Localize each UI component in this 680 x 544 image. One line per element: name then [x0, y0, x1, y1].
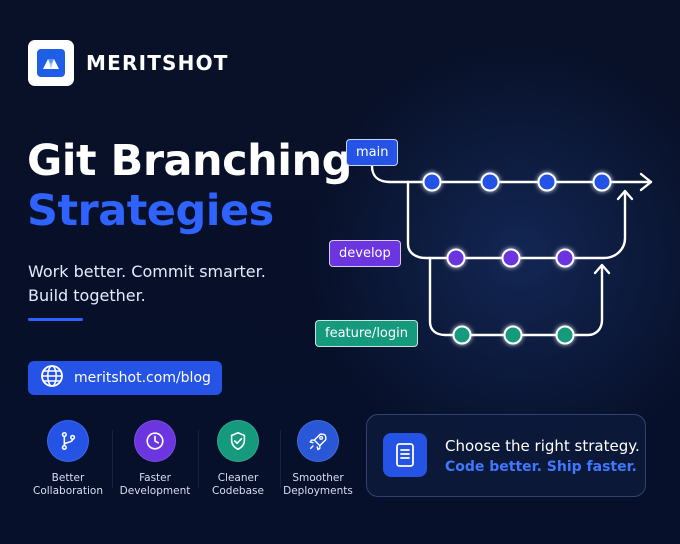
feature-label-line1: Faster [139, 472, 171, 484]
title-divider [28, 318, 83, 321]
main-commit-dot [480, 172, 500, 192]
blog-url[interactable]: meritshot.com/blog [74, 370, 211, 386]
feature-divider [280, 430, 281, 488]
feature-smoother-deployments: Smoother Deployments [274, 420, 362, 499]
feature-cleaner-codebase: Cleaner Codebase [194, 420, 282, 499]
rocket-icon [297, 420, 339, 462]
develop-commit-dot [555, 248, 575, 268]
branch-label-feature: feature/login [315, 320, 418, 347]
subtitle-line1: Work better. Commit smarter. [28, 262, 266, 281]
main-arrow-icon [639, 172, 653, 192]
main-commit-dot [537, 172, 557, 192]
feature-divider [112, 430, 113, 488]
branch-label-main: main [346, 139, 399, 166]
develop-commit-dot [501, 248, 521, 268]
logo-mark-icon [43, 59, 59, 69]
feature-faster-development: Faster Development [111, 420, 199, 499]
feature-label-line1: Smoother [292, 472, 344, 484]
page-title-line1: Git Branching [27, 136, 352, 186]
main-commit-dot [422, 172, 442, 192]
develop-commit-dot [446, 248, 466, 268]
feature-label-line1: Cleaner [217, 472, 259, 484]
feature-branch-line [428, 256, 604, 337]
feature-label-line2: Development [119, 485, 191, 498]
branch-label-develop: develop [329, 240, 401, 267]
feature-label-line1: Better [51, 472, 85, 484]
callout-card: Choose the right strategy. Code better. … [366, 414, 646, 497]
develop-branch-line [406, 180, 627, 260]
main-branch-line [370, 164, 653, 184]
branch-icon [47, 420, 89, 462]
callout-line2: Code better. Ship faster. [445, 459, 637, 475]
brand-name: MERITSHOT [86, 51, 229, 75]
feature-label-line2: Collaboration [33, 485, 103, 498]
brand-logo [28, 40, 74, 86]
develop-merge-arrow-icon [616, 189, 634, 201]
feature-merge-arrow-icon [593, 263, 611, 275]
globe-icon [40, 364, 64, 392]
shield-check-icon [217, 420, 259, 462]
page-title-line2: Strategies [27, 186, 274, 236]
feature-label-line2: Codebase [212, 485, 264, 498]
feature-commit-dot [503, 325, 523, 345]
feature-commit-dot [452, 325, 472, 345]
feature-label-line2: Deployments [283, 485, 353, 498]
meritshot-logo-icon [37, 49, 65, 77]
feature-divider [198, 430, 199, 488]
feature-commit-dot [555, 325, 575, 345]
main-commit-dot [592, 172, 612, 192]
document-icon [383, 433, 427, 477]
clock-icon [134, 420, 176, 462]
callout-line1: Choose the right strategy. [445, 437, 640, 455]
feature-better-collaboration: Better Collaboration [24, 420, 112, 499]
subtitle-line2: Build together. [28, 286, 146, 305]
blog-link-button[interactable]: meritshot.com/blog [28, 361, 222, 395]
